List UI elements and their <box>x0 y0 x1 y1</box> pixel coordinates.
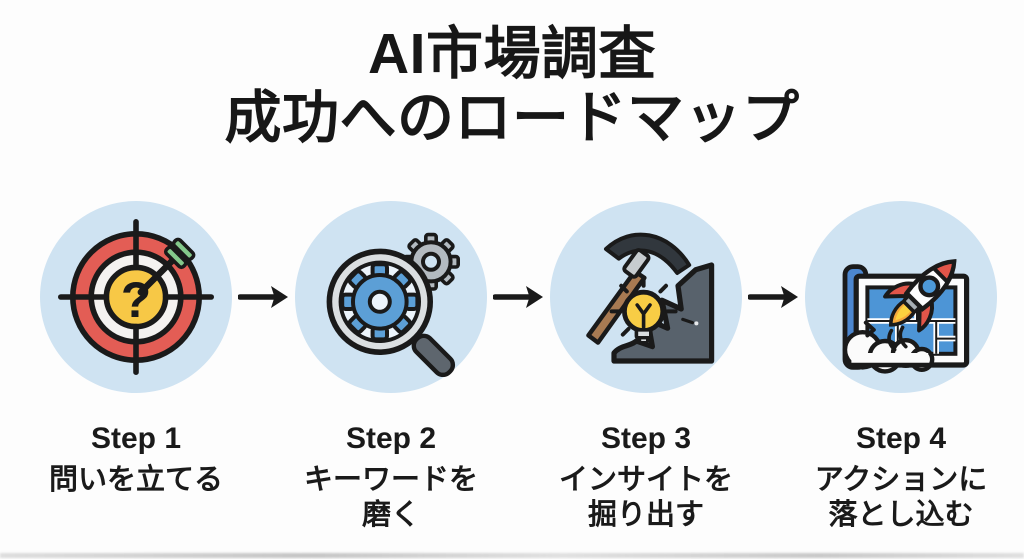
step-2-label: Step 2 <box>345 422 437 455</box>
rocket-icon <box>883 259 957 333</box>
page-title-line-1: AI市場調査 <box>368 22 656 86</box>
step-3-label: Step 3 <box>600 422 692 455</box>
step-2-circle <box>295 201 487 393</box>
rocket-map-icon <box>842 259 970 374</box>
step-1-description: 問いを立てる <box>49 463 223 498</box>
smoke-cloud <box>842 320 935 374</box>
page-title: AI市場調査 成功へのロードマップ <box>0 0 1024 150</box>
step-4-circle <box>805 201 997 393</box>
idea-rays <box>609 275 678 337</box>
step-2-description: キーワードを 磨く <box>304 463 478 533</box>
arrow-right-icon <box>492 286 543 308</box>
flow-arrow-2 <box>487 201 550 393</box>
blue-gear-icon <box>340 262 420 342</box>
pickaxe-lightbulb-icon <box>586 232 715 364</box>
step-column-2: Step 2 キーワードを 磨く <box>295 201 487 533</box>
step-1-desc-line-1: 問いを立てる <box>48 464 223 496</box>
question-mark: ? <box>121 272 151 328</box>
step-column-3: Step 3 インサイトを 掘り出す <box>550 201 742 533</box>
step-4-label: Step 4 <box>855 422 947 455</box>
step-4-description: アクションに 落とし込む <box>815 463 988 533</box>
arrow-right-icon <box>747 286 798 308</box>
step-4-desc-line-1: アクションに <box>814 464 988 496</box>
steps-row: ? Step 1 問いを立てる <box>0 201 1024 533</box>
step-1-label: Step 1 <box>90 422 182 455</box>
arrow-right-icon <box>237 286 288 308</box>
step-3-desc-line-1: インサイトを <box>558 464 733 496</box>
step-3-description: インサイトを 掘り出す <box>559 463 733 533</box>
bottom-edge-artifact <box>0 553 1024 558</box>
target-question-icon: ? <box>58 219 215 376</box>
step-1-circle: ? <box>40 201 232 393</box>
step-3-circle <box>550 201 742 393</box>
step-3-desc-line-2: 掘り出す <box>587 499 704 531</box>
dart-arrow <box>137 237 196 296</box>
flow-arrow-1 <box>232 201 295 393</box>
step-2-desc-line-1: キーワードを <box>303 464 478 496</box>
step-2-desc-line-2: 磨く <box>361 499 420 531</box>
lightbulb-icon <box>622 289 666 345</box>
step-column-1: ? Step 1 問いを立てる <box>40 201 232 498</box>
magnifier-gears-icon <box>326 232 460 377</box>
step-4-desc-line-2: 落とし込む <box>828 499 974 531</box>
page-title-line-2: 成功へのロードマップ <box>224 86 800 150</box>
pickaxe-icon <box>586 232 692 345</box>
rock-cliff <box>611 262 715 364</box>
step-column-4: Step 4 アクションに 落とし込む <box>805 201 997 533</box>
crosshair-ticks <box>58 219 215 376</box>
flow-arrow-3 <box>742 201 805 393</box>
